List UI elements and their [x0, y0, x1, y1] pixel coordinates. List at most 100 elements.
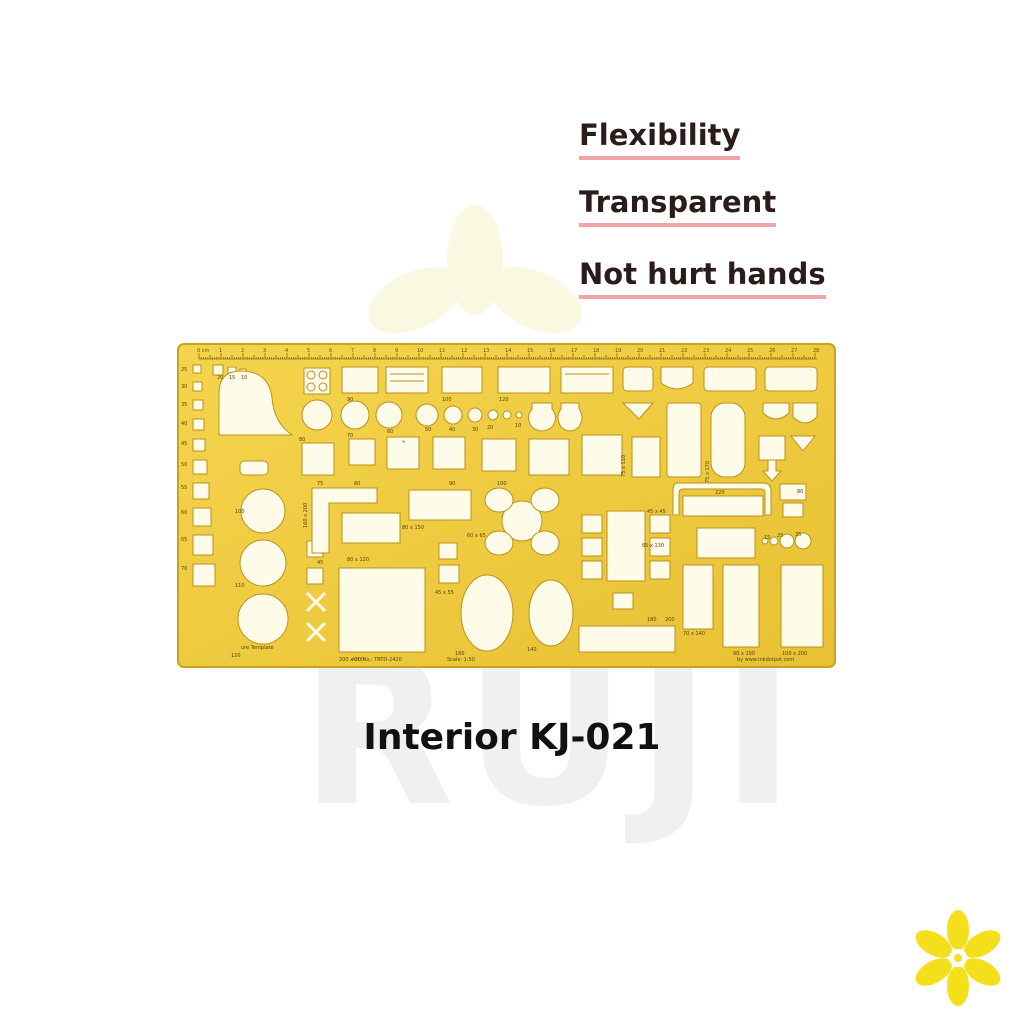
label-100b: 100: [442, 397, 452, 403]
label-120b: 120: [499, 397, 509, 403]
label-140: 140: [527, 647, 537, 653]
flower-logo-icon: [915, 910, 1001, 1006]
bed-cutout: [780, 564, 824, 648]
label-180b: 180: [647, 617, 657, 623]
piano-cutout: [218, 370, 294, 436]
dining-table-cutout: [606, 510, 646, 582]
bed-cutout: [338, 567, 426, 653]
ruler-label: 15: [527, 348, 533, 354]
chair-cutout: [581, 560, 603, 580]
size-square: [192, 534, 214, 556]
small-rect: [438, 542, 458, 560]
rect-cutout: [696, 527, 756, 559]
oval-table-180: [460, 574, 514, 652]
l-sofa-cutout: [311, 487, 378, 554]
label-50: 50: [425, 427, 431, 433]
chair-cutout: [612, 592, 634, 610]
feature-not-hurt-hands: Not hurt hands: [579, 257, 826, 299]
circle-cutout: [443, 405, 463, 425]
label-120: 120: [231, 653, 241, 659]
ruler-label: 27: [791, 348, 797, 354]
rect-cutout: [682, 495, 764, 517]
rect-cutout: [408, 489, 472, 521]
armchair-cutout: [348, 438, 376, 466]
chair-cutout: [581, 514, 603, 534]
toilet-cutout: [528, 402, 556, 432]
square-cutout: [306, 567, 324, 585]
chair-ellipse: [530, 530, 560, 556]
label-footer-art: Art. No.: TRTD-2420: [352, 657, 402, 663]
circle-cutout: [340, 400, 370, 430]
left-size-label: 30: [181, 384, 187, 390]
product-title: Interior KJ-021: [363, 717, 661, 758]
circle-cutout: [375, 401, 403, 429]
small-circle: [761, 537, 769, 545]
rect-cutout: [560, 366, 614, 394]
ruler-label: 20: [637, 348, 643, 354]
label-70x140: 70 x 140: [683, 631, 705, 637]
small-circle: [794, 532, 812, 550]
dresser-cutout: [481, 438, 517, 472]
label-35: 35: [795, 532, 801, 538]
label-100: 100: [235, 509, 245, 515]
shower-cutout: [762, 402, 790, 420]
left-size-label: 70: [181, 566, 187, 572]
shower-cutout: [792, 402, 818, 424]
left-size-label: 45: [181, 441, 187, 447]
label-70: 70: [347, 433, 353, 439]
size-square: [192, 364, 202, 374]
rect-cutout: [341, 366, 379, 394]
bed-cutout: [722, 564, 760, 648]
arrow-cutout: [761, 459, 783, 482]
label-45x45: 45 x 45: [647, 509, 666, 515]
rect-cutout: [441, 366, 483, 394]
rect-cutout: [497, 366, 551, 394]
watermark-flower-icon: [368, 205, 582, 334]
circle-cutout: [502, 410, 512, 420]
triangle-cutout: [789, 435, 817, 452]
label-10b: 10: [515, 423, 521, 429]
small-rect: [438, 564, 460, 584]
label-footer-name: ure Template: [241, 645, 274, 651]
chair-ellipse: [484, 530, 514, 556]
ruler-label: 1: [219, 348, 222, 354]
label-45x55: 45 x 55: [435, 590, 454, 596]
table-circle: [501, 500, 543, 542]
label-180: 180: [455, 651, 465, 657]
ruler-label: 13: [483, 348, 489, 354]
label-110: 110: [235, 583, 245, 589]
chair-cutout: [649, 560, 671, 580]
label-100c: 100: [497, 481, 507, 487]
ruler-label: 18: [593, 348, 599, 354]
label-90c: 90: [449, 481, 455, 487]
left-size-label: 65: [181, 537, 187, 543]
round-table-110: [239, 539, 287, 587]
square-cutout: [528, 438, 570, 476]
label-30: 30: [472, 427, 478, 433]
ruler-label: 5: [307, 348, 310, 354]
small-circle: [779, 533, 795, 549]
cabinet-cutout: [758, 435, 786, 461]
size-square: [192, 563, 216, 587]
size-square: [192, 482, 210, 500]
ruler-label: 24: [725, 348, 731, 354]
size-square: [192, 399, 204, 411]
chair-cutout: [581, 537, 603, 557]
circle-cutout: [487, 409, 499, 421]
ruler-label: 11: [439, 348, 445, 354]
size-square: [192, 438, 206, 452]
ruler-label: 25: [747, 348, 753, 354]
round-table-120: [237, 593, 289, 645]
ruler-label: 4: [285, 348, 288, 354]
ruler-label: 16: [549, 348, 555, 354]
label-20: 20: [217, 375, 223, 381]
label-45: 45: [317, 560, 323, 566]
label-75x170: 75 x 170: [705, 461, 711, 483]
circle-cutout: [301, 399, 333, 431]
circle-cutout: [467, 407, 483, 423]
chair-cutout: [649, 514, 671, 534]
ruler-label: 26: [769, 348, 775, 354]
toilet-cutout: [557, 402, 583, 432]
size-square: [192, 459, 208, 475]
ruler-label: 7: [351, 348, 354, 354]
